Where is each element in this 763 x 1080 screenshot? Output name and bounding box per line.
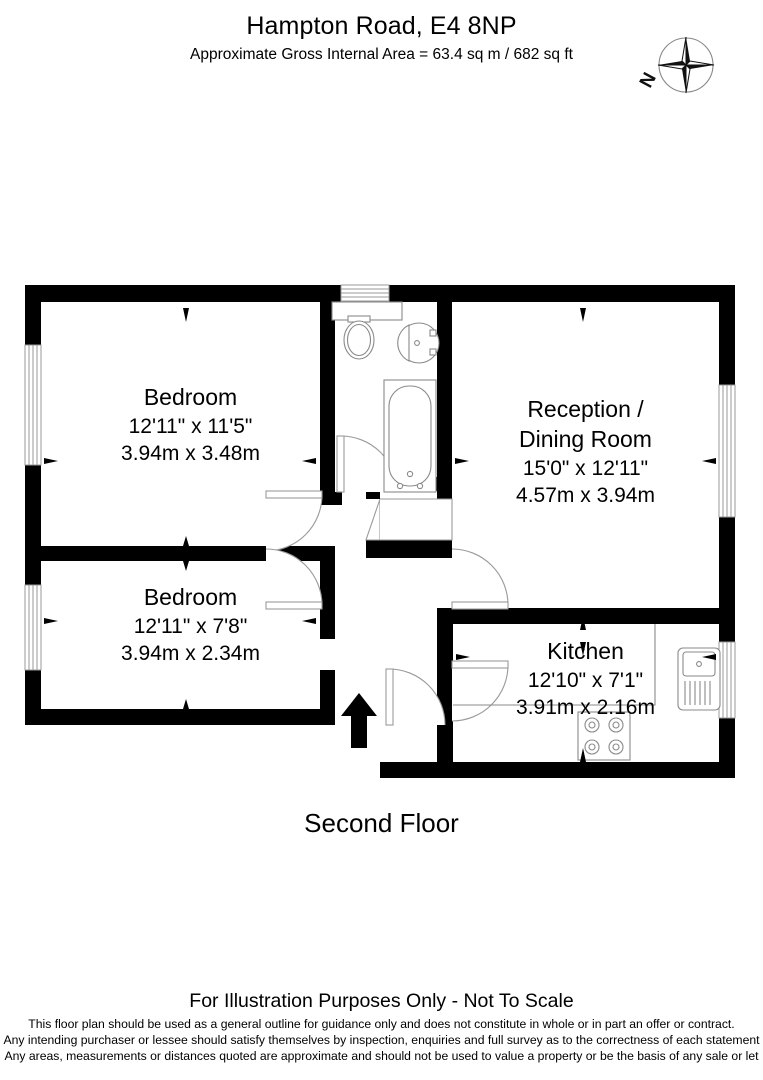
doors-layer <box>265 435 509 726</box>
floor-plan-drawing <box>0 250 763 810</box>
room-dimension-metric: 3.94m x 3.48m <box>121 442 260 466</box>
area-subtitle: Approximate Gross Internal Area = 63.4 s… <box>190 46 573 63</box>
entrance-arrow-icon <box>341 693 377 748</box>
room-name-line2: Dining Room <box>519 425 652 452</box>
room-name: Kitchen <box>547 638 624 664</box>
footer-disclaimer: For Illustration Purposes Only - Not To … <box>0 990 763 1064</box>
bathroom-fixtures <box>331 301 440 493</box>
windows-layer <box>24 284 736 719</box>
kitchen-fixtures <box>453 624 721 761</box>
room-label-reception-dining: Reception / Dining Room 15'0" x 12'11" 4… <box>463 395 708 509</box>
floor-caption: Second Floor <box>304 808 459 838</box>
room-dimension-metric: 3.91m x 2.16m <box>516 696 655 720</box>
room-label-kitchen: Kitchen 12'10" x 7'1" 3.91m x 2.16m <box>463 637 708 721</box>
room-name-line1: Reception / <box>527 396 644 422</box>
page-title: Hampton Road, E4 8NP <box>246 12 517 40</box>
room-dimension-imperial: 12'10" x 7'1" <box>527 668 644 692</box>
footer-line: Any intending purchaser or lessee should… <box>3 1033 760 1048</box>
footer-line: This floor plan should be used as a gene… <box>28 1017 735 1031</box>
room-name: Bedroom <box>143 584 238 610</box>
room-dimension-imperial: 12'11" x 7'8" <box>133 614 248 638</box>
room-name: Bedroom <box>143 384 238 410</box>
room-dimension-imperial: 12'11" x 11'5" <box>128 414 253 438</box>
hob-icon <box>577 711 631 761</box>
compass-rose-icon: N <box>638 33 720 115</box>
footer-headline: For Illustration Purposes Only - Not To … <box>189 990 574 1012</box>
room-label-bedroom-2: Bedroom 12'11" x 7'8" 3.94m x 2.34m <box>68 583 313 667</box>
room-dimension-imperial: 15'0" x 12'11" <box>522 456 649 480</box>
room-label-bedroom-1: Bedroom 12'11" x 11'5" 3.94m x 3.48m <box>68 383 313 467</box>
toilet-icon <box>343 315 375 360</box>
compass-north-label: N <box>638 69 661 91</box>
room-dimension-metric: 3.94m x 2.34m <box>121 642 260 666</box>
footer-line: Any areas, measurements or distances quo… <box>4 1049 759 1064</box>
room-dimension-metric: 4.57m x 3.94m <box>516 484 655 508</box>
dimension-markers <box>44 308 716 762</box>
wash-basin-icon <box>397 322 440 364</box>
bathtub-icon <box>383 379 437 493</box>
